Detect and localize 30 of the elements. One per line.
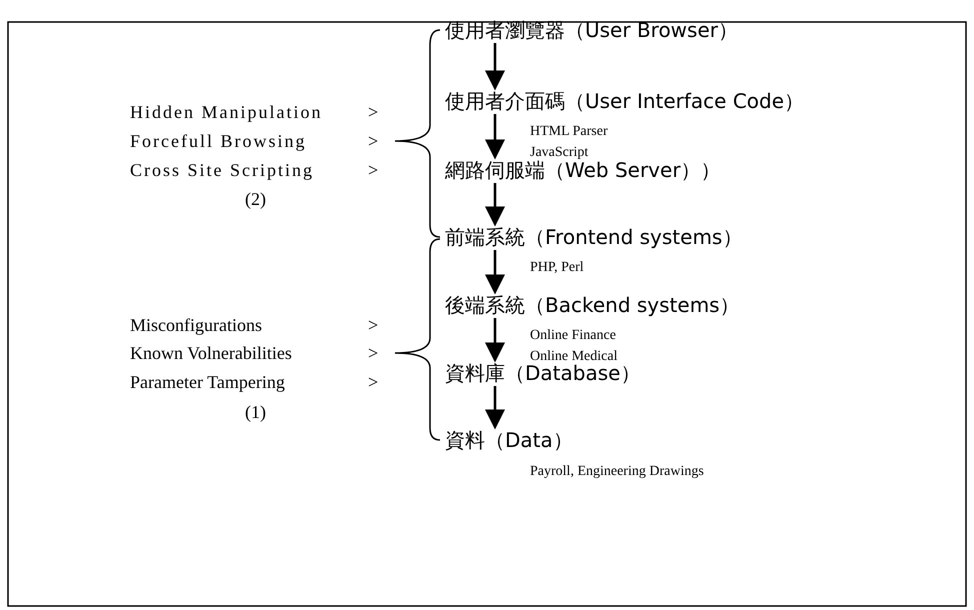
layer-label: 資料（Data） [445, 428, 573, 452]
arrow [485, 43, 505, 90]
layer-label: 後端系統（Backend systems） [445, 293, 740, 317]
attack-label: > [368, 343, 378, 363]
example-label: Payroll, Engineering Drawings [530, 464, 704, 480]
layer-label: 使用者介面碼（User Interface Code） [445, 89, 804, 113]
example-label: Online Finance [530, 328, 616, 344]
attack-label: > [368, 131, 378, 151]
attack-label: Hidden Manipulation [130, 102, 322, 122]
attack-label: Forcefull Browsing [130, 131, 306, 151]
attack-label: (2) [245, 189, 266, 209]
example-label: HTML Parser [530, 124, 608, 140]
arrow [485, 183, 505, 226]
layer-label: 前端系統（Frontend systems） [445, 225, 742, 249]
layer-label: 網路伺服端（Web Server）） [445, 158, 721, 182]
attack-label: > [368, 160, 378, 180]
attack-label: Cross Site Scripting [130, 160, 314, 180]
attack-label: Misconfigurations [130, 315, 262, 335]
attack-label: > [368, 372, 378, 392]
attack-label: (1) [245, 402, 266, 422]
attack-label: > [368, 102, 378, 122]
attack-label: > [368, 315, 378, 335]
arrow [485, 318, 505, 362]
arrow [485, 114, 505, 160]
arrow [485, 386, 505, 430]
example-label: JavaScript [530, 145, 588, 160]
attack-label: Parameter Tampering [130, 372, 285, 392]
arrow [485, 250, 505, 294]
example-label: PHP, Perl [530, 260, 584, 276]
attack-label: Known Volnerabilities [130, 343, 292, 363]
